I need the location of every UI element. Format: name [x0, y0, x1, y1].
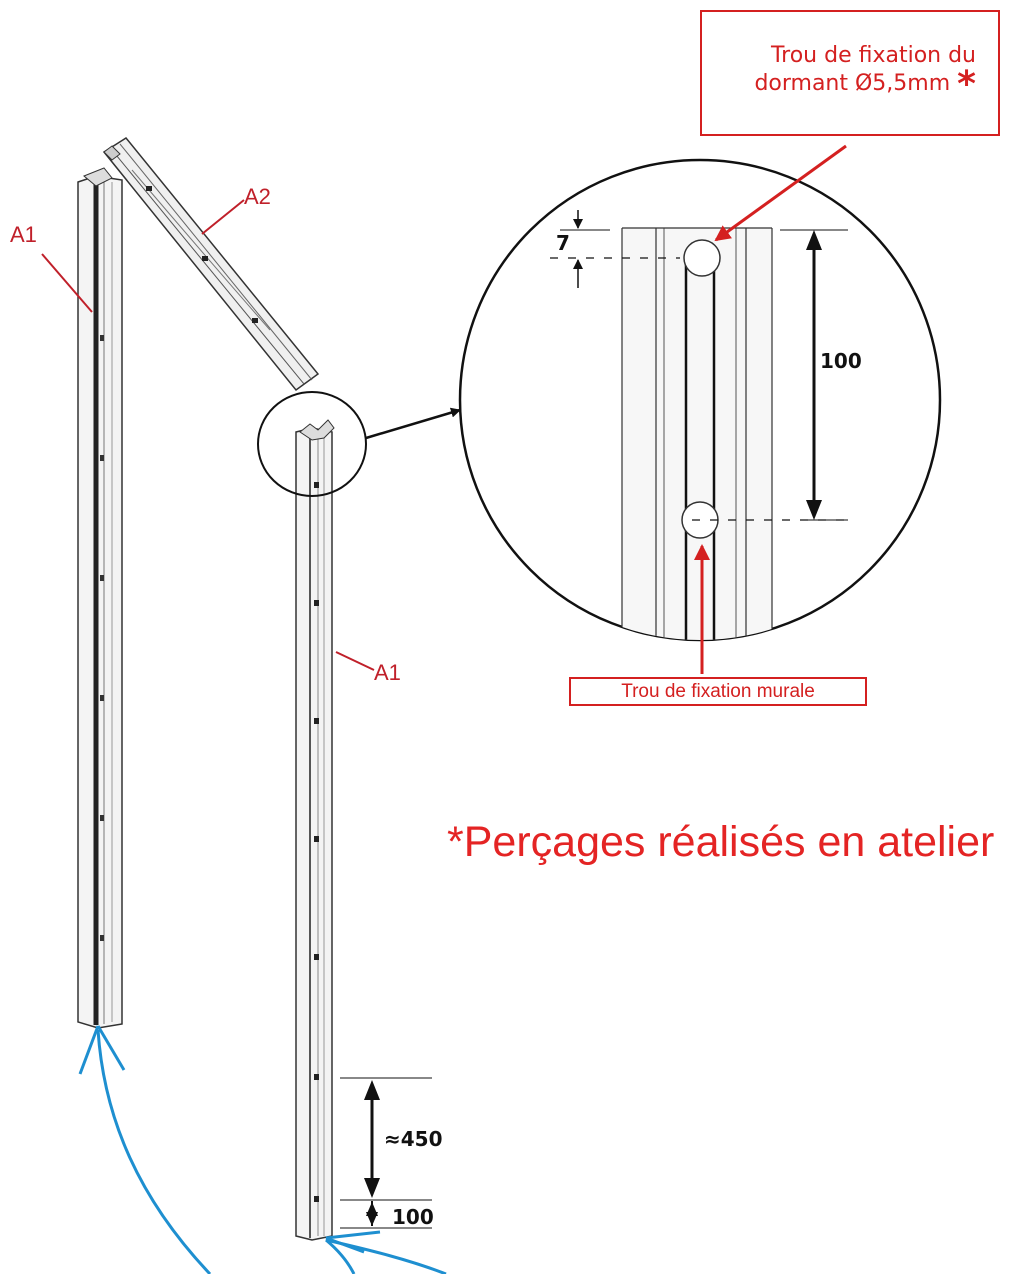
frame-hole: [683, 239, 721, 277]
frame-hole-callout: Trou de fixation du dormant Ø5,5mm *: [700, 10, 1000, 136]
svg-text:A2: A2: [244, 184, 271, 209]
right-profile-a1: [295, 419, 335, 1241]
dimension-100-bottom: 100: [340, 1201, 434, 1229]
frame-hole-arrow: [714, 144, 847, 242]
left-profile-a1: [77, 167, 123, 1029]
frame-hole-callout-line1: Trou de fixation du: [770, 43, 976, 68]
part-label-a1-right: A1: [335, 651, 401, 685]
part-label-a1-left: A1: [10, 222, 93, 313]
svg-text:A1: A1: [10, 222, 37, 247]
asterisk-mark: *: [957, 64, 976, 105]
magnifier-circle: [257, 391, 367, 497]
detail-view: 7 100: [458, 158, 942, 642]
frame-hole-callout-line2: dormant Ø5,5mm: [754, 71, 951, 96]
magnify-arrow: [365, 407, 461, 440]
dimension-7: 7: [556, 210, 610, 288]
svg-text:A1: A1: [374, 660, 401, 685]
blue-leader-lines: [78, 1025, 447, 1274]
svg-text:100: 100: [392, 1205, 434, 1229]
wall-hole-callout: Trou de fixation murale: [569, 677, 867, 706]
part-label-a2: A2: [201, 184, 271, 235]
svg-text:100: 100: [820, 349, 862, 373]
svg-text:≈450: ≈450: [384, 1127, 443, 1151]
svg-text:7: 7: [556, 231, 570, 255]
workshop-drilling-note: *Perçages réalisés en atelier: [447, 818, 995, 866]
dimension-100-detail: 100: [780, 229, 862, 521]
dimension-450: ≈450: [340, 1077, 443, 1201]
top-profile-a2: [102, 137, 320, 392]
